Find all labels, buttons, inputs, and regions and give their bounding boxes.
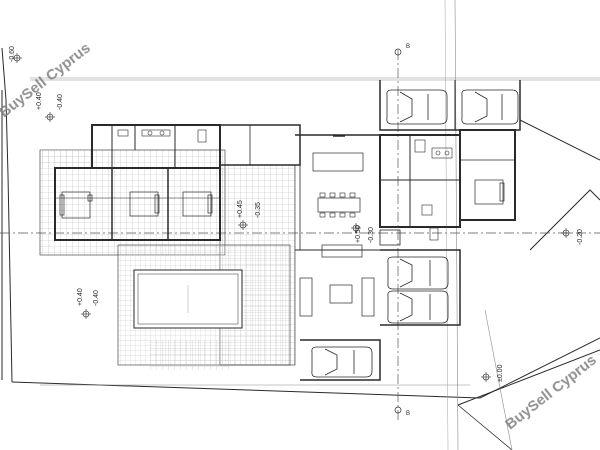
section-marker-top: B — [394, 44, 410, 56]
level-zero-label: ±0.00 — [497, 364, 504, 382]
building-walls — [54, 80, 521, 381]
level-minus-035-label: -0.35 — [255, 202, 262, 218]
level-minus-030-label: -0.30 — [368, 227, 375, 243]
level-minus-020-label: -0.20 — [577, 229, 584, 245]
car-parking-3 — [311, 346, 373, 378]
bed-master — [474, 179, 505, 205]
kitchen-island — [312, 135, 364, 172]
car-garage-1 — [386, 89, 448, 125]
section-marker-bottom: B — [394, 406, 410, 417]
dining-table — [317, 192, 361, 218]
level-labels: -0.60 +0.40 -0.40 +0.45 -0.35 +0.50 -0.3… — [9, 46, 584, 382]
car-garage-2 — [461, 89, 519, 125]
level-markers — [12, 53, 571, 382]
watermark-bottom-right: BuySell Cyprus — [502, 351, 600, 433]
level-plus-050-label: +0.50 — [355, 225, 362, 243]
level-plus-045-label: +0.45 — [237, 200, 244, 218]
car-parking-1 — [387, 256, 449, 290]
level-plus-040-b-label: +0.40 — [77, 288, 84, 306]
bed-1 — [59, 191, 93, 219]
level-minus-040-a-label: -0.40 — [57, 94, 64, 110]
svg-text:B: B — [406, 44, 410, 50]
bathroom-fixtures — [117, 129, 453, 241]
swimming-pool — [133, 269, 243, 329]
bed-3 — [182, 191, 213, 217]
living-area — [299, 244, 375, 317]
level-plus-040-a-label: +0.40 — [36, 92, 43, 110]
bed-2 — [129, 191, 160, 217]
svg-text:B: B — [406, 411, 410, 417]
car-parking-2 — [387, 290, 449, 324]
level-minus-040-b-label: -0.40 — [93, 290, 100, 306]
level-left-top-label: -0.60 — [9, 46, 16, 62]
